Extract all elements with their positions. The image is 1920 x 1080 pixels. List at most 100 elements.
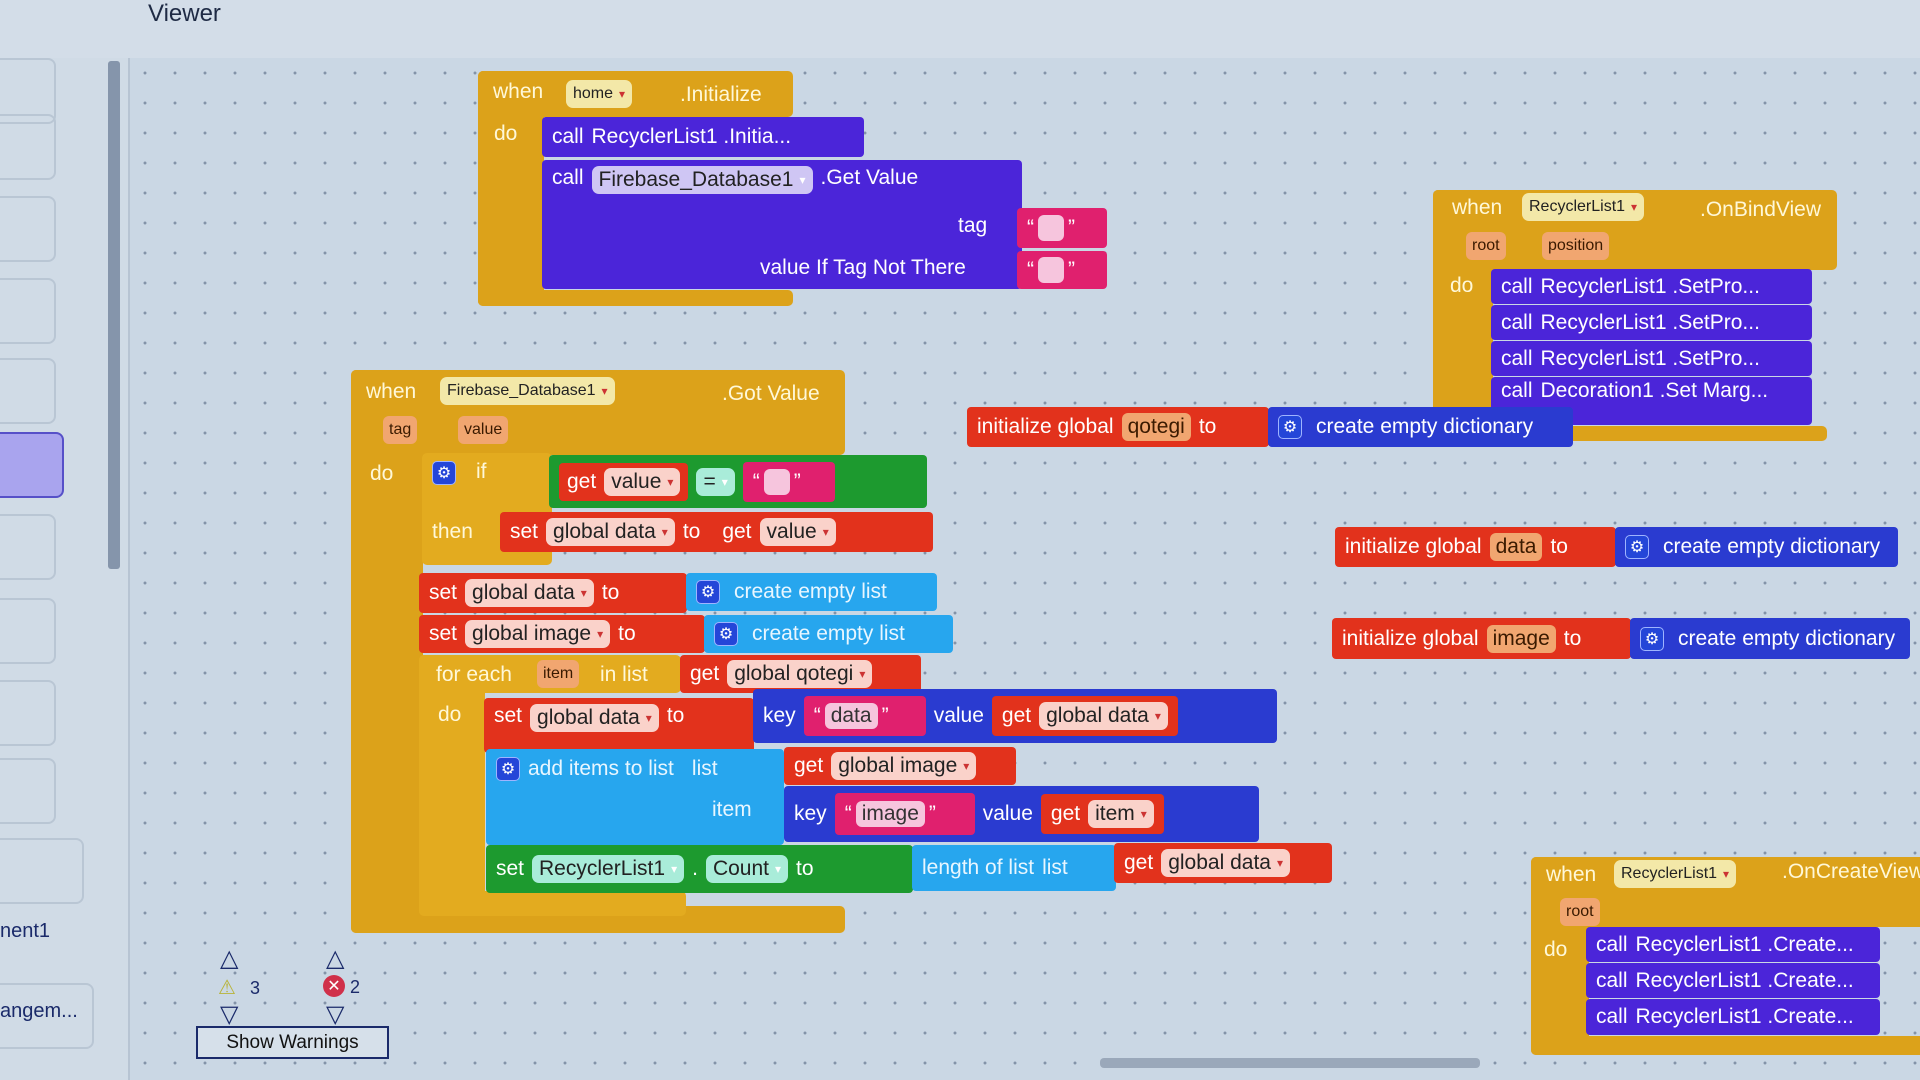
previous-warning-button[interactable]: △ <box>220 945 239 972</box>
property-dropdown[interactable]: Count▾ <box>705 855 789 883</box>
set-property-block-count[interactable]: set RecyclerList1▾ . Count▾ to <box>486 845 913 893</box>
text-block[interactable]: “image” <box>834 793 975 835</box>
text-block-empty[interactable]: “” <box>1017 208 1107 248</box>
component-dropdown[interactable]: RecyclerList1▾ <box>1522 193 1645 221</box>
get-block-qotegi[interactable]: get global qotegi▾ <box>680 655 921 693</box>
next-warning-button[interactable]: ▽ <box>220 1001 239 1028</box>
component-dropdown[interactable]: Firebase_Database1▾ <box>440 377 615 405</box>
variable-dropdown[interactable]: global image▾ <box>465 620 611 648</box>
variable-dropdown[interactable]: global data▾ <box>1039 702 1168 730</box>
create-empty-dictionary-block[interactable]: ⚙create empty dictionary <box>1615 527 1898 567</box>
gear-icon[interactable]: ⚙ <box>1640 626 1664 651</box>
operator-dropdown[interactable]: =▾ <box>696 467 735 496</box>
text-value[interactable]: image <box>855 801 925 827</box>
sidebar-box[interactable] <box>0 758 56 824</box>
event-param-value[interactable]: value <box>458 416 509 444</box>
variable-dropdown[interactable]: global qotegi▾ <box>727 660 873 688</box>
sidebar-scrollbar[interactable] <box>108 61 120 569</box>
get-block-global-data[interactable]: get global data▾ <box>1114 843 1332 883</box>
variable-dropdown[interactable]: global data▾ <box>546 518 675 546</box>
next-error-button[interactable]: ▽ <box>326 1001 345 1028</box>
gear-icon[interactable]: ⚙ <box>432 461 456 485</box>
sidebar-box[interactable] <box>0 114 56 180</box>
quote: “ <box>844 802 852 825</box>
event-param-tag[interactable]: tag <box>383 416 418 444</box>
gear-icon[interactable]: ⚙ <box>696 580 720 604</box>
event-param-root[interactable]: root <box>1466 232 1506 260</box>
set-block-loop-data[interactable]: set global data▾ to <box>484 698 754 753</box>
text-value[interactable]: data <box>824 703 878 729</box>
text-value[interactable] <box>1038 257 1064 283</box>
variable-dropdown[interactable]: global data▾ <box>530 704 659 732</box>
gear-icon[interactable]: ⚙ <box>714 622 738 646</box>
gear-icon[interactable]: ⚙ <box>1625 535 1649 559</box>
set-block-then[interactable]: set global data▾ to get value▾ <box>500 512 933 552</box>
initialize-global-qotegi[interactable]: initialize global qotegi to <box>967 407 1269 447</box>
get-block-global-image[interactable]: get global image▾ <box>784 747 1016 785</box>
show-warnings-button[interactable]: Show Warnings <box>196 1026 389 1059</box>
create-empty-dictionary-block[interactable]: ⚙create empty dictionary <box>1630 618 1910 659</box>
variable-dropdown[interactable]: value▾ <box>759 518 836 546</box>
global-name-field[interactable]: data <box>1489 533 1543 561</box>
sidebar-item-arrangement[interactable]: angem... <box>0 1000 78 1022</box>
workspace-horizontal-scrollbar[interactable] <box>1100 1058 1480 1068</box>
sidebar-box[interactable] <box>0 358 56 424</box>
component-dropdown[interactable]: home▾ <box>566 80 633 108</box>
length-of-list-block[interactable]: length of list list <box>912 845 1116 891</box>
set-block-global-data[interactable]: set global data▾ to <box>419 573 687 613</box>
create-empty-list-block[interactable]: ⚙create empty list <box>686 573 937 611</box>
sidebar-box[interactable] <box>0 680 56 746</box>
gear-icon[interactable]: ⚙ <box>1278 415 1302 439</box>
event-param-root[interactable]: root <box>1560 898 1600 926</box>
sidebar-box[interactable] <box>0 514 56 580</box>
sidebar-box[interactable] <box>0 278 56 344</box>
sidebar-box[interactable] <box>0 983 94 1049</box>
sidebar-box[interactable] <box>0 598 56 664</box>
text-value[interactable] <box>1038 215 1064 241</box>
create-empty-dictionary-block[interactable]: ⚙create empty dictionary <box>1268 407 1573 447</box>
text-block-empty[interactable]: “” <box>1017 251 1107 289</box>
add-items-to-list-block[interactable]: ⚙ add items to list list <box>486 749 784 845</box>
variable-dropdown[interactable]: global image▾ <box>831 752 977 780</box>
dropdown-value: value <box>766 520 817 543</box>
global-name-field[interactable]: image <box>1486 624 1556 653</box>
text-value[interactable] <box>763 468 790 495</box>
gear-icon[interactable]: ⚙ <box>496 757 520 781</box>
sidebar-box[interactable] <box>0 838 84 904</box>
text-block[interactable]: “data” <box>803 696 926 736</box>
call-block-recyclerlist-initialize[interactable]: call RecyclerList1 .Initia... <box>542 117 864 157</box>
event-param-position[interactable]: position <box>1542 232 1610 260</box>
previous-error-button[interactable]: △ <box>326 945 345 972</box>
global-name-field[interactable]: qotegi <box>1121 413 1191 441</box>
initialize-global-data[interactable]: initialize global data to <box>1335 527 1616 567</box>
variable-dropdown[interactable]: item▾ <box>1088 800 1154 828</box>
loop-variable[interactable]: item <box>537 660 580 688</box>
variable-dropdown[interactable]: global data▾ <box>1161 849 1290 877</box>
component-dropdown[interactable]: RecyclerList1▾ <box>1614 860 1737 888</box>
sidebar-box[interactable] <box>0 196 56 262</box>
initialize-global-image[interactable]: initialize global image to <box>1332 618 1631 659</box>
sidebar-item-component[interactable]: nent1 <box>0 920 51 942</box>
sidebar-item-selected[interactable] <box>0 432 64 498</box>
component-dropdown[interactable]: RecyclerList1▾ <box>532 855 685 883</box>
variable-dropdown[interactable]: global data▾ <box>465 579 594 607</box>
call-block-firebase-getvalue[interactable]: call Firebase_Database1▾ .Get Value <box>542 160 1022 289</box>
component-dropdown[interactable]: Firebase_Database1▾ <box>591 166 813 194</box>
set-block-global-image[interactable]: set global image▾ to <box>419 615 705 653</box>
create-empty-list-block[interactable]: ⚙create empty list <box>704 615 953 653</box>
text-block-empty[interactable]: “” <box>742 461 835 502</box>
sidebar-box[interactable] <box>0 58 56 124</box>
variable-dropdown[interactable]: value▾ <box>604 467 681 496</box>
